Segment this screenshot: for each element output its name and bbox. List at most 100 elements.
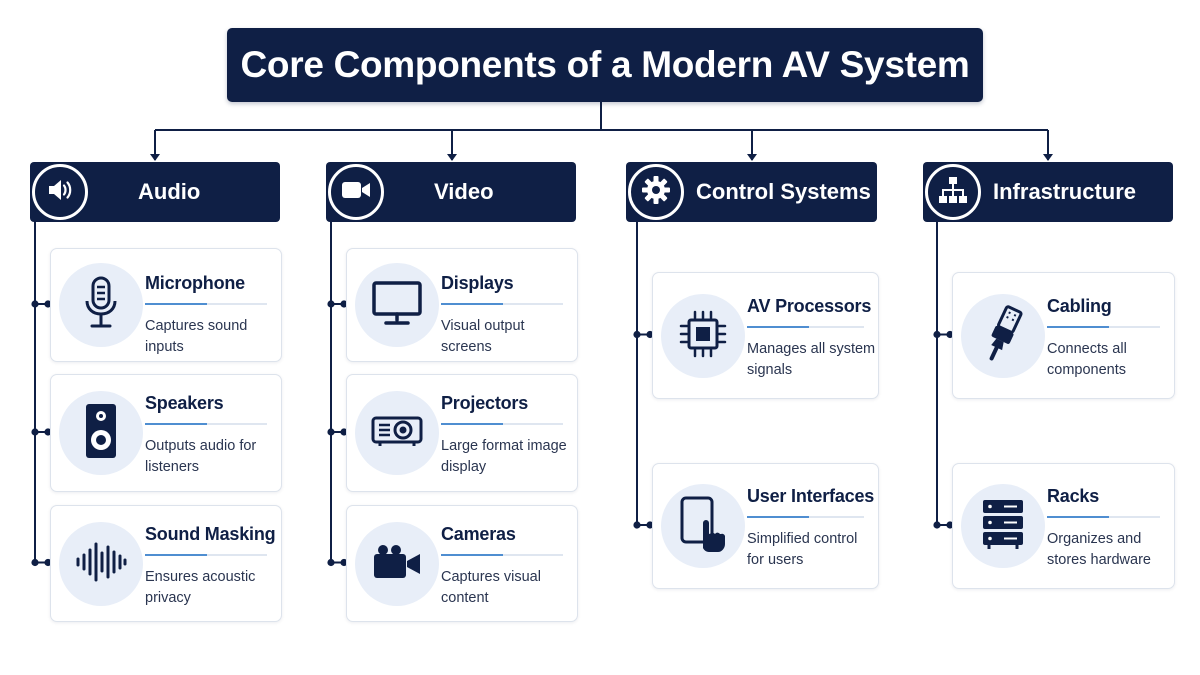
branch-node-dot <box>31 300 39 308</box>
gear-icon <box>640 174 672 211</box>
underline-accent <box>145 303 207 305</box>
branch-arrowhead <box>150 154 160 161</box>
branch-arrowhead <box>747 154 757 161</box>
component-description: Captures sound inputs <box>145 318 248 355</box>
component-icon-circle <box>355 391 439 475</box>
component-icon-circle <box>59 391 143 475</box>
component-title: AV Processors <box>747 296 872 316</box>
category-header-video: Video <box>326 162 576 222</box>
component-icon-circle <box>661 294 745 378</box>
cable-plug-icon <box>979 303 1027 370</box>
component-icon-circle <box>961 484 1045 568</box>
underline-accent <box>441 554 503 556</box>
component-icon-circle <box>961 294 1045 378</box>
category-header-audio: Audio <box>30 162 280 222</box>
speaker-cabinet-icon <box>83 402 119 465</box>
branch-node-dot <box>31 558 39 567</box>
component-description: Outputs audio for listeners <box>145 438 257 475</box>
component-icon-circle <box>59 522 143 606</box>
component-title: Racks <box>1047 486 1100 506</box>
component-icon-circle <box>59 263 143 347</box>
component-description: Large format image display <box>441 438 567 475</box>
underline-accent <box>145 423 207 425</box>
title-underline <box>441 423 563 425</box>
component-description: Connects all components <box>1047 341 1127 378</box>
underline-accent <box>1047 326 1109 328</box>
component-icon-circle <box>355 263 439 347</box>
branch-node-dot <box>327 300 335 308</box>
page-title: Core Components of a Modern AV System <box>240 44 970 85</box>
underline-accent <box>747 326 809 328</box>
processor-chip-icon <box>677 308 729 365</box>
underline-accent <box>441 423 503 425</box>
category-title: Video <box>434 179 494 204</box>
underline-accent <box>1047 516 1109 518</box>
category-icon-badge <box>925 164 981 220</box>
category-title: Audio <box>138 179 201 204</box>
component-title: User Interfaces <box>747 486 875 506</box>
category-header-infrastructure: Infrastructure <box>923 162 1173 222</box>
touch-tablet-icon <box>679 495 727 558</box>
category-icon-badge <box>32 164 88 220</box>
monitor-icon <box>371 279 423 332</box>
branch-node-dot <box>633 521 641 529</box>
title-underline <box>747 326 864 328</box>
category-icon-badge <box>628 164 684 220</box>
branch-node-dot <box>327 558 335 567</box>
branch-node-dot <box>933 330 941 339</box>
component-description: Organizes and stores hardware <box>1047 531 1151 568</box>
category-title: Infrastructure <box>993 179 1137 204</box>
underline-accent <box>145 554 207 556</box>
title-underline <box>441 554 563 556</box>
component-description: Ensures acoustic privacy <box>145 569 256 606</box>
server-rack-icon <box>978 497 1028 556</box>
branch-node-dot <box>327 428 335 436</box>
title-underline <box>145 303 267 305</box>
component-description: Captures visual content <box>441 569 541 606</box>
microphone-icon <box>81 275 121 336</box>
title-banner: Core Components of a Modern AV System <box>227 28 983 102</box>
title-underline <box>145 423 267 425</box>
title-underline <box>441 303 563 305</box>
branch-node-dot <box>633 330 641 339</box>
component-title: Displays <box>441 273 514 293</box>
component-icon-circle <box>661 484 745 568</box>
component-description: Simplified control for users <box>747 531 858 568</box>
branch-arrowhead <box>1043 154 1053 161</box>
title-underline <box>1047 326 1160 328</box>
component-icon-circle <box>355 522 439 606</box>
component-title: Speakers <box>145 393 224 413</box>
component-title: Cameras <box>441 524 516 544</box>
component-title: Cabling <box>1047 296 1112 316</box>
component-title: Sound Masking <box>145 524 276 544</box>
component-description: Manages all system signals <box>747 341 876 378</box>
title-underline <box>145 554 267 556</box>
network-hierarchy-icon <box>937 175 969 210</box>
category-title: Control Systems <box>696 179 871 204</box>
underline-accent <box>747 516 809 518</box>
video-camera-icon <box>340 177 372 208</box>
underline-accent <box>441 303 503 305</box>
branch-node-dot <box>933 521 941 529</box>
title-underline <box>1047 516 1160 518</box>
speaker-volume-icon <box>45 175 75 210</box>
component-description: Visual output screens <box>441 318 525 355</box>
title-underline <box>747 516 864 518</box>
category-icon-badge <box>328 164 384 220</box>
component-title: Projectors <box>441 393 529 413</box>
sound-wave-icon <box>74 538 128 591</box>
branch-arrowhead <box>447 154 457 161</box>
projector-icon <box>370 413 424 454</box>
branch-node-dot <box>31 428 39 436</box>
